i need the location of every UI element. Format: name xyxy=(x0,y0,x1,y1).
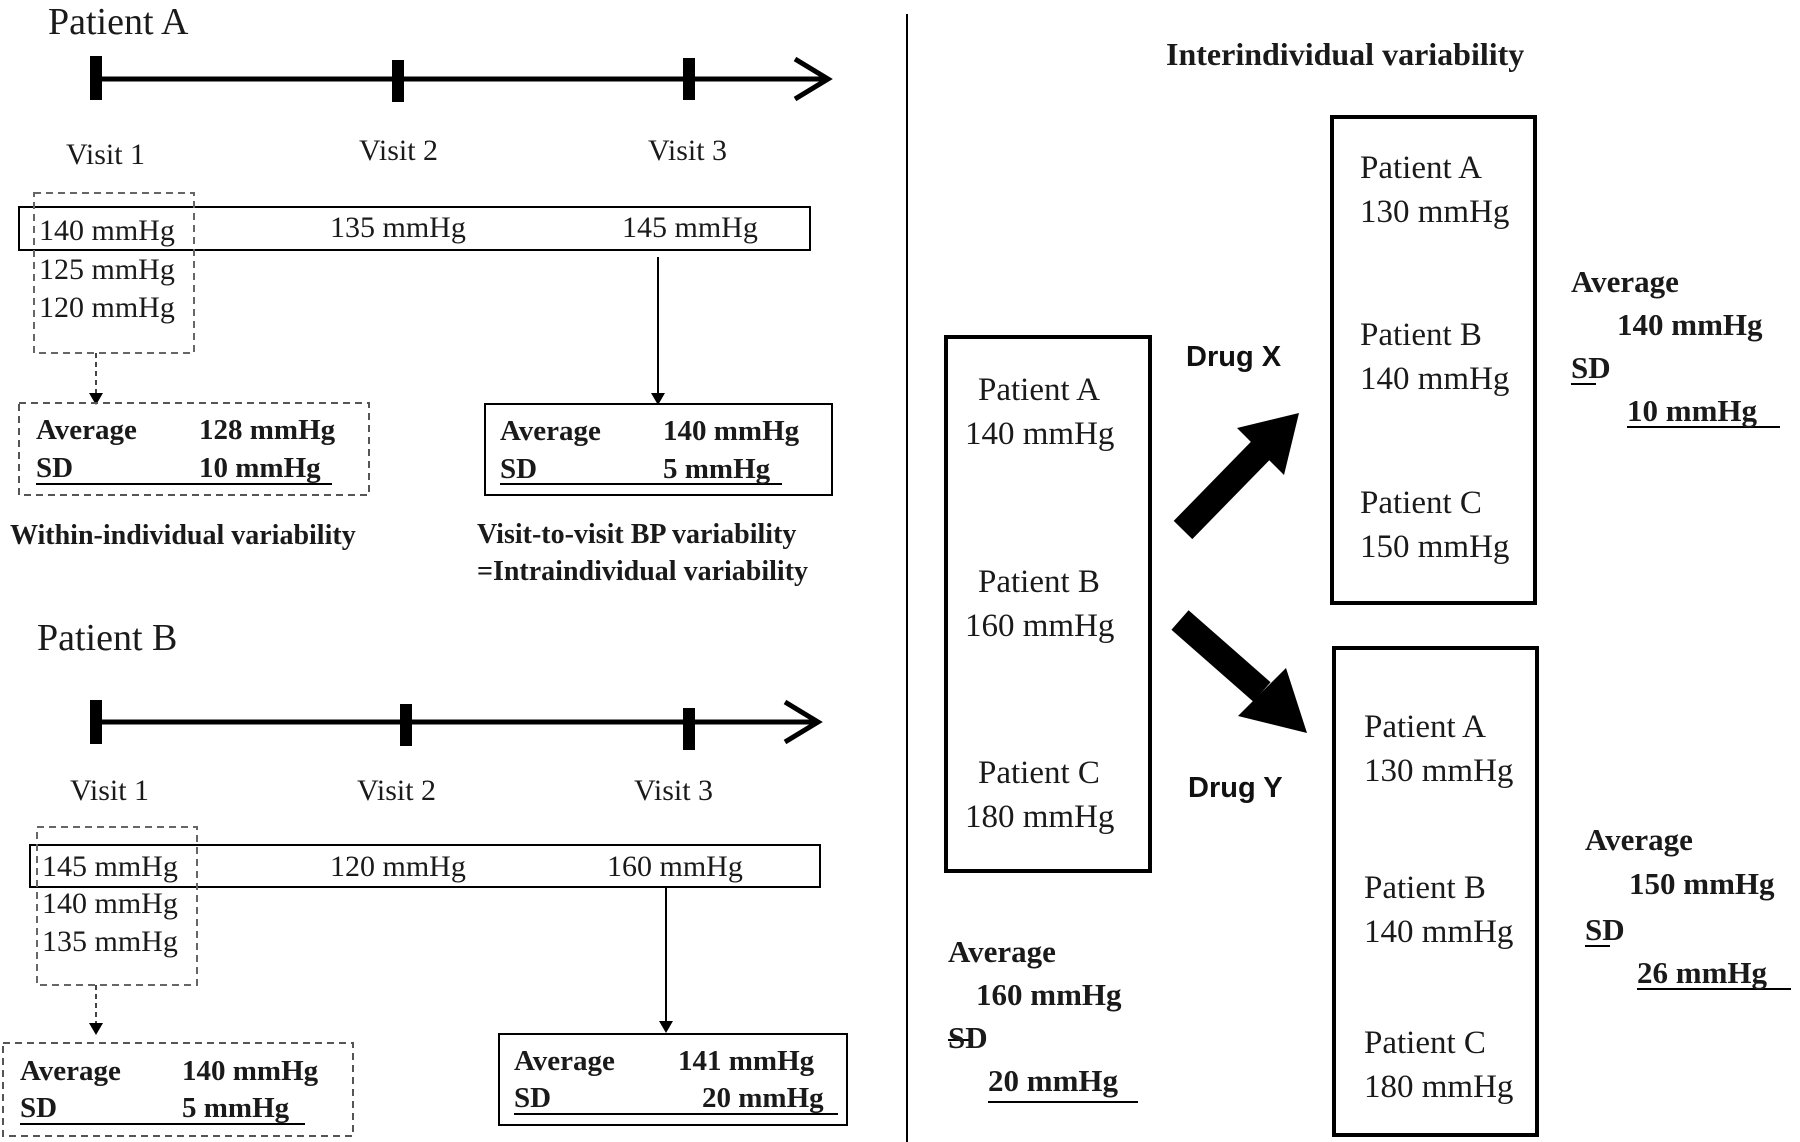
drug-x-arrow xyxy=(1173,413,1299,540)
drug-x-label: Drug X xyxy=(1186,341,1282,373)
drug-x-patient-a-value: 130 mmHg xyxy=(1360,194,1510,230)
patient-a-visit1-reading-2: 125 mmHg xyxy=(39,253,175,286)
baseline-avg-label: Average xyxy=(948,934,1056,969)
patient-b-visit1-reading-1: 145 mmHg xyxy=(42,850,178,883)
drug-y-patient-b-name: Patient B xyxy=(1364,870,1486,906)
drug-x-sd-label: SD xyxy=(1571,350,1611,385)
baseline-patient-c-value: 180 mmHg xyxy=(965,799,1115,835)
patient-a-vtv-avg-value: 140 mmHg xyxy=(663,415,800,447)
patient-b-within-avg-label: Average xyxy=(20,1055,121,1087)
patient-a-visit-2-label: Visit 2 xyxy=(359,134,439,167)
patient-b-visit-2-label: Visit 2 xyxy=(357,774,437,807)
patient-a-title: Patient A xyxy=(48,1,189,43)
drug-y-patient-c-name: Patient C xyxy=(1364,1025,1486,1061)
drug-x-sd-value: 10 mmHg xyxy=(1627,393,1758,428)
baseline-patient-a-value: 140 mmHg xyxy=(965,416,1115,452)
baseline-patient-b-name: Patient B xyxy=(978,564,1100,600)
patient-b-vtv-avg-value: 141 mmHg xyxy=(678,1045,815,1077)
drug-y-sd-value: 26 mmHg xyxy=(1637,955,1768,990)
visit-1-tick xyxy=(90,56,102,100)
drug-y-avg-value: 150 mmHg xyxy=(1629,866,1775,901)
patient-b-vtv-sd-label: SD xyxy=(514,1082,552,1114)
patient-b-visit1-reading-2: 140 mmHg xyxy=(42,887,178,920)
patient-b-within-avg-value: 140 mmHg xyxy=(182,1055,319,1087)
patient-a-visit-1-label: Visit 1 xyxy=(66,138,146,171)
baseline-patient-c-name: Patient C xyxy=(978,755,1100,791)
baseline-avg-value: 160 mmHg xyxy=(976,977,1122,1012)
patient-a-visit-3-label: Visit 3 xyxy=(648,134,728,167)
patient-b-visit-3-label: Visit 3 xyxy=(634,774,714,807)
patient-b-vtv-avg-label: Average xyxy=(514,1045,615,1077)
drug-y-avg-label: Average xyxy=(1585,822,1693,857)
patient-b-readings-box xyxy=(29,844,821,888)
patient-a-within-sd-value: 10 mmHg xyxy=(199,452,321,484)
drug-x-patient-b-name: Patient B xyxy=(1360,317,1482,353)
patient-a-readings-box xyxy=(18,206,811,251)
patient-b-vtv-sd-value: 20 mmHg xyxy=(702,1082,824,1114)
patient-b-visit1-dashed-box xyxy=(36,826,198,986)
drug-y-arrow xyxy=(1171,610,1307,733)
patient-b-title: Patient B xyxy=(37,617,178,659)
patient-a-timeline xyxy=(90,56,833,102)
patient-b-vtv-box xyxy=(498,1033,848,1126)
patient-a-vtv-avg-label: Average xyxy=(500,415,601,447)
baseline-sd-label: SD xyxy=(948,1020,988,1055)
patient-a-vtv-sd-label: SD xyxy=(500,453,538,485)
patient-a-within-avg-label: Average xyxy=(36,414,137,446)
patient-a-visit1-reading-3: 120 mmHg xyxy=(39,291,175,324)
patient-a-within-avg-value: 128 mmHg xyxy=(199,414,336,446)
patient-a-within-sd-label: SD xyxy=(36,452,74,484)
patient-a-visit3-reading: 145 mmHg xyxy=(622,211,758,244)
baseline-patient-a-name: Patient A xyxy=(978,372,1100,408)
drug-y-patient-a-value: 130 mmHg xyxy=(1364,753,1514,789)
patient-b-within-box xyxy=(2,1042,354,1137)
drug-x-box xyxy=(1330,115,1537,605)
baseline-box xyxy=(944,335,1152,873)
visit-2-tick xyxy=(392,60,404,102)
drug-x-avg-value: 140 mmHg xyxy=(1617,307,1763,342)
visit-3-tick xyxy=(683,58,695,100)
drug-x-avg-label: Average xyxy=(1571,264,1679,299)
interindividual-title: Interindividual variability xyxy=(1166,36,1525,72)
drug-y-patient-c-value: 180 mmHg xyxy=(1364,1069,1514,1105)
patient-b-visit3-reading: 160 mmHg xyxy=(607,850,743,883)
patient-a-vtv-box xyxy=(484,403,833,496)
patient-a-within-box xyxy=(18,402,370,496)
drug-y-label: Drug Y xyxy=(1188,772,1283,804)
drug-x-patient-b-value: 140 mmHg xyxy=(1360,361,1510,397)
patient-b-within-sd-label: SD xyxy=(20,1092,58,1124)
drug-x-patient-c-value: 150 mmHg xyxy=(1360,529,1510,565)
vtv-caption-line-2: =Intraindividual variability xyxy=(477,556,809,587)
patient-a-visit2-reading: 135 mmHg xyxy=(330,211,466,244)
patient-a-visit1-dashed-box xyxy=(33,192,195,354)
patient-b-visit1-reading-3: 135 mmHg xyxy=(42,925,178,958)
patient-a-vtv-sd-value: 5 mmHg xyxy=(663,453,771,485)
drug-y-sd-label: SD xyxy=(1585,912,1625,947)
drug-y-patient-a-name: Patient A xyxy=(1364,709,1486,745)
patient-a-visit1-reading-1: 140 mmHg xyxy=(39,214,175,247)
within-variability-caption: Within-individual variability xyxy=(10,520,356,551)
vtv-caption-line-1: Visit-to-visit BP variability xyxy=(477,519,797,550)
patient-b-visit2-reading: 120 mmHg xyxy=(330,850,466,883)
patient-b-timeline xyxy=(90,699,823,750)
patient-b-within-sd-value: 5 mmHg xyxy=(182,1092,290,1124)
drug-x-patient-a-name: Patient A xyxy=(1360,150,1482,186)
patient-b-visit-1-label: Visit 1 xyxy=(70,774,150,807)
baseline-sd-value: 20 mmHg xyxy=(988,1063,1119,1098)
drug-y-box xyxy=(1332,646,1539,1137)
drug-x-patient-c-name: Patient C xyxy=(1360,485,1482,521)
baseline-patient-b-value: 160 mmHg xyxy=(965,608,1115,644)
drug-y-patient-b-value: 140 mmHg xyxy=(1364,914,1514,950)
